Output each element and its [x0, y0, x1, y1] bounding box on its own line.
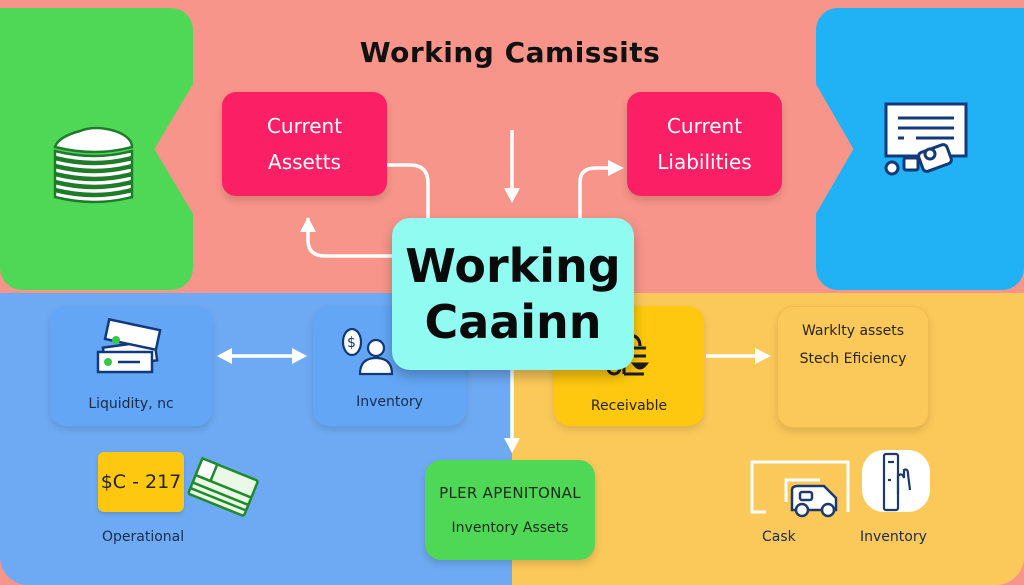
arrowhead-right-3 — [755, 348, 771, 364]
arrowhead-right-2 — [292, 348, 307, 364]
current-liabilities-box[interactable]: Current Liabilities — [627, 92, 782, 196]
current-liabilities-line2: Liabilities — [657, 150, 752, 174]
efficiency-line1: Warklty assets — [801, 323, 905, 339]
invoice-payment-icon — [884, 102, 968, 176]
liquidity-card[interactable]: Liquidity, nc — [50, 306, 212, 426]
receivable-label: Receivable — [590, 398, 668, 414]
hand-phone-icon — [882, 452, 912, 512]
efficiency-card[interactable]: Warklty assets Stech Eficiency — [777, 306, 929, 428]
current-assets-line2: Assetts — [268, 150, 341, 174]
center-line1: Working — [405, 239, 621, 293]
arrowhead-right — [608, 160, 624, 176]
arrowhead-down-2 — [504, 438, 520, 453]
cash-stack-icon — [187, 456, 259, 517]
arrowhead-down — [504, 188, 520, 203]
operational-tag: $C - 217 — [98, 452, 184, 512]
arrowhead-up — [300, 217, 316, 232]
current-assets-box[interactable]: Current Assetts — [222, 92, 387, 196]
arrowhead-left — [217, 348, 232, 364]
svg-text:$: $ — [347, 335, 356, 351]
liquidity-label: Liquidity, nc — [88, 396, 174, 412]
working-capital-center-box[interactable]: Working Caainn — [392, 218, 634, 370]
banknotes-icon — [96, 317, 162, 374]
inventory-right-label: Inventory — [860, 529, 927, 545]
current-assets-line1: Current — [266, 114, 343, 138]
cask-label: Cask — [762, 529, 796, 545]
bottom-center-line1: PLER APENITONAL — [439, 484, 581, 502]
bottom-center-line2: Inventory Assets — [451, 520, 569, 536]
assets-to-center-connector — [387, 163, 430, 218]
coin-stack-icon — [53, 126, 134, 204]
investor-person-icon: $ — [341, 327, 393, 376]
inventory-left-label: Inventory — [356, 394, 423, 410]
hand-phone-icon-bg — [862, 450, 930, 512]
center-to-liabilities-connector — [578, 166, 610, 218]
diagram-title: Working Camissits — [359, 36, 661, 69]
center-to-assets-connector — [306, 218, 392, 258]
inventory-assets-box[interactable]: PLER APENITONAL Inventory Assets — [425, 460, 595, 560]
center-line2: Caainn — [424, 295, 602, 349]
delivery-van-icon — [750, 460, 850, 518]
current-liabilities-line1: Current — [666, 114, 743, 138]
efficiency-line2: Stech Eficiency — [799, 351, 907, 367]
operational-label: Operational — [102, 529, 185, 545]
